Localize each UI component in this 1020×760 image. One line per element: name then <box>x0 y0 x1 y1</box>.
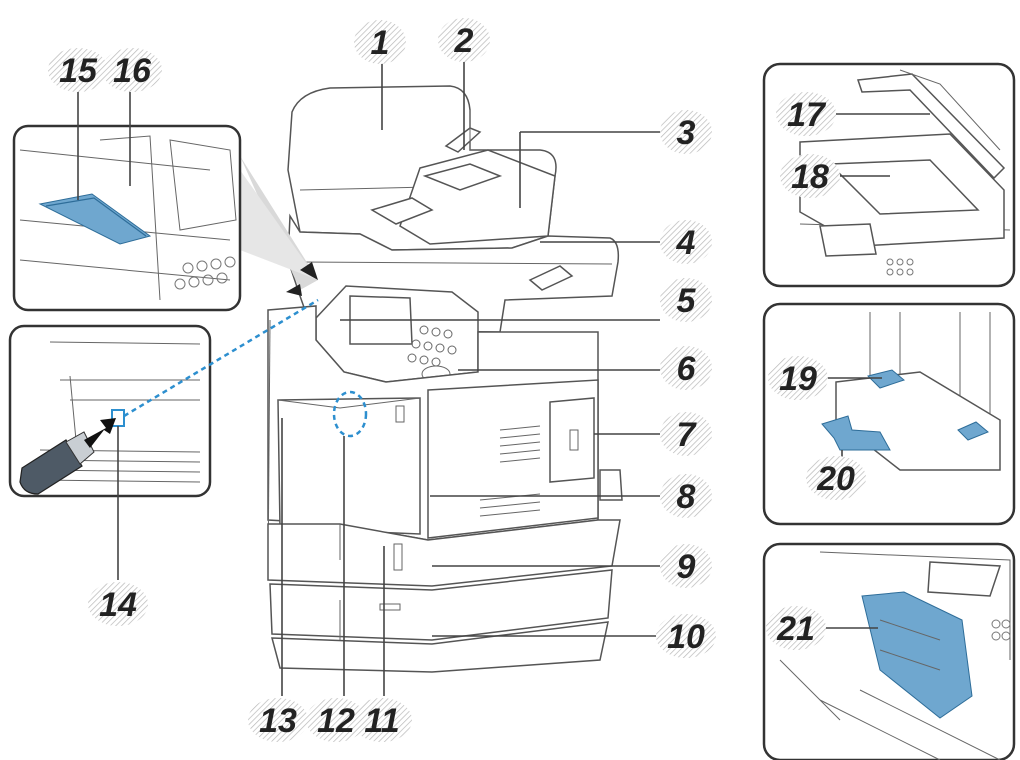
callout-10-label: 10 <box>667 618 705 656</box>
callout-1: 1 <box>354 20 406 64</box>
callout-8-label: 8 <box>677 478 696 516</box>
callout-5: 5 <box>660 278 712 322</box>
callout-12-label: 12 <box>317 702 355 740</box>
inset-output-tray <box>12 88 318 312</box>
callout-15-label: 15 <box>59 52 98 90</box>
inset-scanner-glass <box>762 62 1016 288</box>
callout-20-label: 20 <box>816 460 855 498</box>
callout-21-label: 21 <box>776 610 815 648</box>
callout-13-label: 13 <box>259 702 297 740</box>
callout-16: 16 <box>102 48 162 92</box>
callout-17-label: 17 <box>787 96 827 134</box>
callout-1-label: 1 <box>371 24 390 62</box>
callout-19-label: 19 <box>779 360 817 398</box>
callout-14: 14 <box>88 582 148 626</box>
callout-4-label: 4 <box>676 224 696 262</box>
callout-14-label: 14 <box>99 586 137 624</box>
callout-17: 17 <box>776 92 836 136</box>
callout-2: 2 <box>438 18 490 62</box>
callout-6: 6 <box>660 346 712 390</box>
callout-18-label: 18 <box>791 158 829 196</box>
callout-7-label: 7 <box>677 416 698 454</box>
callout-2-label: 2 <box>454 22 474 60</box>
callout-15: 15 <box>48 48 108 92</box>
callout-16-label: 16 <box>113 52 152 90</box>
inset-usb-port <box>8 324 212 580</box>
callout-13: 13 <box>248 698 308 742</box>
leader-lines <box>281 58 660 696</box>
callout-20: 20 <box>806 456 866 500</box>
callout-8: 8 <box>660 474 712 518</box>
callout-5-label: 5 <box>677 282 697 320</box>
callout-4: 4 <box>660 220 712 264</box>
callout-7: 7 <box>660 412 712 456</box>
callout-11-label: 11 <box>364 702 399 740</box>
callout-3-label: 3 <box>677 114 696 152</box>
callout-18: 18 <box>780 154 840 198</box>
callout-6-label: 6 <box>677 350 697 388</box>
callout-10: 10 <box>656 614 716 658</box>
callout-11: 11 <box>352 698 412 742</box>
callout-9: 9 <box>660 544 712 588</box>
inset-bypass-tray <box>762 302 1016 526</box>
printer-main-body <box>267 85 623 673</box>
inset-toner-cartridge <box>762 542 1016 760</box>
callout-12: 12 <box>306 698 366 742</box>
callout-numbers: 1 2 3 4 5 6 7 8 <box>48 18 866 742</box>
callout-9-label: 9 <box>677 548 696 586</box>
callout-3: 3 <box>660 110 712 154</box>
callout-21: 21 <box>766 606 826 650</box>
callout-19: 19 <box>768 356 828 400</box>
